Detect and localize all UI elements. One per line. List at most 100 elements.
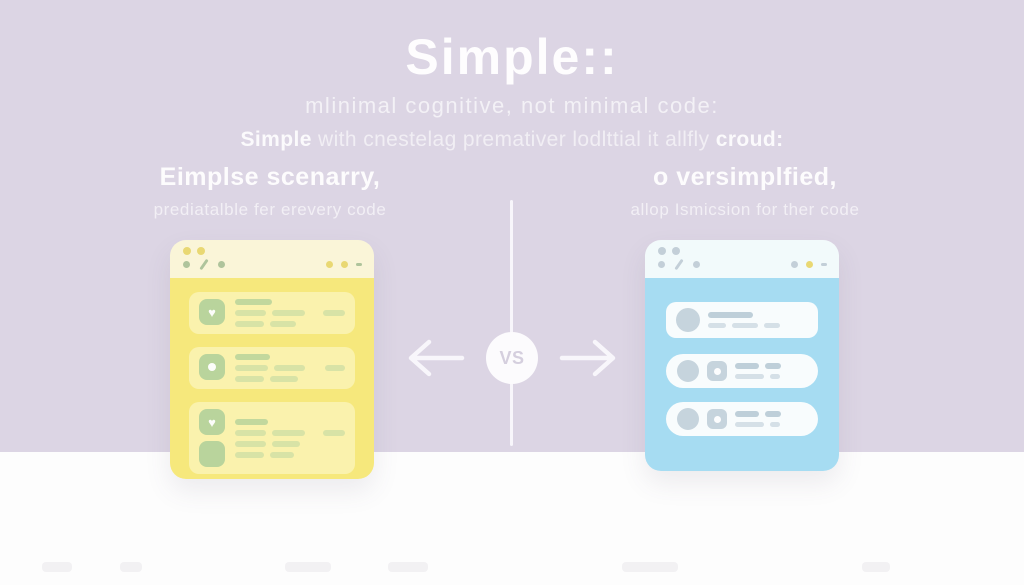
page-title: Simple:: [405, 29, 619, 85]
list-item: ♥ [189, 292, 355, 334]
right-heading: o versimplfied, [653, 163, 837, 191]
text-placeholder-bar [325, 365, 345, 371]
left-subheading: prediatalble fer erevery code [153, 200, 387, 219]
item-icon-column: ♥ [199, 299, 225, 327]
list-item [189, 347, 355, 389]
tagline-tail: croud: [715, 128, 784, 151]
item-text-placeholder [735, 411, 807, 427]
text-placeholder-bar [708, 312, 753, 318]
text-placeholder-bar [271, 429, 305, 436]
toolbar-row [658, 258, 827, 271]
simple-ui-mockup-card: ♥ ♥ [170, 240, 374, 479]
toolbar-dot-icon [183, 261, 190, 268]
toolbar-dot-icon [658, 261, 665, 268]
square-icon [199, 441, 225, 467]
text-placeholder-bar [235, 440, 266, 447]
heart-icon: ♥ [199, 299, 225, 325]
text-placeholder-bar [735, 363, 760, 369]
text-placeholder-bar [235, 376, 264, 382]
text-placeholder-bar [323, 310, 345, 316]
list-item [666, 354, 818, 388]
toolbar-right-icons [326, 261, 362, 268]
window-dots [658, 247, 680, 255]
text-placeholder-bar [735, 422, 764, 427]
text-placeholder-bar [235, 321, 264, 327]
arrow-right-icon [558, 336, 620, 380]
window-dot [672, 247, 680, 255]
page-tagline: Simple with cnestelag premativer lodltti… [0, 128, 1024, 152]
toolbar-dot-icon [218, 261, 225, 268]
left-column-header: Eimplse scenarry, prediatalble fer ereve… [95, 163, 445, 220]
text-placeholder-bar [235, 299, 273, 305]
list-item: ♥ [189, 402, 355, 474]
square-dot-icon [707, 409, 727, 429]
text-placeholder-bar [269, 376, 299, 382]
text-placeholder-bar [708, 323, 726, 328]
arrow-left-icon [404, 336, 466, 380]
toolbar-dot-icon [326, 261, 333, 268]
text-placeholder-bar [274, 365, 305, 371]
toolbar-dash-icon [356, 263, 362, 266]
text-placeholder-bar [235, 310, 266, 316]
tagline-middle: with cnestelag premativer lodlttial it a… [311, 128, 716, 151]
item-text-placeholder [235, 354, 345, 382]
item-text-placeholder [708, 312, 808, 328]
text-placeholder-bar [235, 451, 264, 458]
toolbar-left-icons [658, 258, 700, 271]
text-placeholder-bar [764, 323, 780, 328]
text-placeholder-bar [735, 374, 764, 379]
text-placeholder-bar [765, 363, 782, 369]
text-placeholder-bar [269, 321, 296, 327]
toolbar-row [183, 258, 362, 271]
text-placeholder-bar [735, 411, 760, 417]
toolbar-left-icons [183, 258, 225, 271]
toolbar-right-icons [791, 261, 827, 268]
text-placeholder-bar [235, 429, 266, 436]
window-dots [183, 247, 205, 255]
window-dot [183, 247, 191, 255]
text-placeholder-bar [235, 354, 271, 360]
blue-card-titlebar [645, 240, 839, 278]
toolbar-dot-icon [791, 261, 798, 268]
item-icon-column: ♥ [199, 409, 225, 467]
text-placeholder-bar [271, 310, 305, 316]
left-heading: Eimplse scenarry, [159, 163, 381, 191]
item-text-placeholder [235, 409, 345, 467]
tagline-lead: Simple [240, 128, 312, 151]
oversimplified-ui-mockup-card [645, 240, 839, 471]
right-subheading: allop Ismicsion for ther code [630, 200, 860, 219]
hero-section: Simple:: mlinimal cognitive, not minimal… [0, 30, 1024, 152]
text-placeholder-bar [269, 451, 294, 458]
avatar-icon [677, 408, 699, 430]
dot-icon [199, 354, 225, 380]
text-placeholder-bar [235, 365, 268, 371]
text-placeholder-bar [769, 422, 780, 427]
text-placeholder-bar [323, 429, 345, 436]
text-placeholder-bar [235, 418, 268, 425]
item-text-placeholder [735, 363, 807, 379]
toolbar-dot-icon [341, 261, 348, 268]
page-subtitle: mlinimal cognitive, not minimal code: [305, 93, 719, 118]
item-icon-column [199, 354, 225, 382]
vs-badge: VS [486, 332, 538, 384]
toolbar-dash-icon [821, 263, 827, 266]
text-placeholder-bar [732, 323, 758, 328]
heart-icon: ♥ [199, 409, 225, 435]
text-placeholder-bar [765, 411, 782, 417]
toolbar-dot-icon [693, 261, 700, 268]
pencil-icon [199, 258, 209, 271]
right-column-header: o versimplfied, allop Ismicsion for ther… [572, 163, 918, 220]
blue-card-body [645, 278, 839, 471]
text-placeholder-bar [271, 440, 301, 447]
window-dot [197, 247, 205, 255]
list-item [666, 402, 818, 436]
list-item [666, 302, 818, 338]
toolbar-dot-icon [806, 261, 813, 268]
avatar-icon [677, 360, 699, 382]
pencil-icon [674, 258, 684, 271]
yellow-card-body: ♥ ♥ [170, 278, 374, 479]
vertical-divider [510, 200, 513, 446]
item-text-placeholder [235, 299, 345, 327]
yellow-card-titlebar [170, 240, 374, 278]
